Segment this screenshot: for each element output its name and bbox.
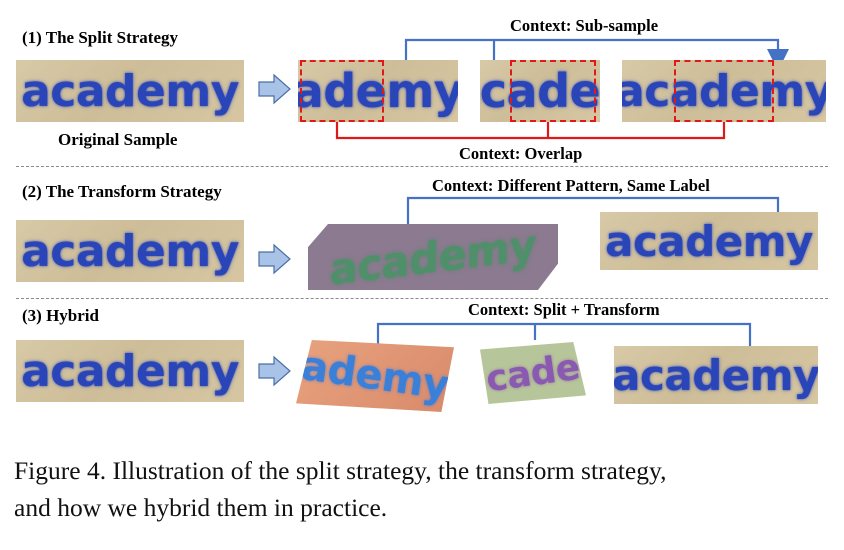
- transform-strategy-heading: (2) The Transform Strategy: [22, 182, 222, 201]
- crop-word: cade: [480, 64, 600, 118]
- figure-caption-line2: and how we hybrid them in practice.: [14, 493, 388, 522]
- hybrid-crop-ademy: ademy: [296, 340, 454, 412]
- right-arrow-icon: [258, 73, 291, 105]
- right-arrow-icon: [258, 243, 291, 275]
- overlap-bracket: [335, 120, 726, 140]
- sample-word: academy: [21, 65, 239, 117]
- crop-word: ademy: [298, 342, 452, 410]
- sample-word: academy: [21, 345, 239, 397]
- original-sample-label: Original Sample: [58, 130, 178, 149]
- sample-word: academy: [21, 225, 239, 277]
- original-sample-image: academy: [16, 220, 244, 282]
- original-sample-image: academy: [16, 60, 244, 122]
- hybrid-crop-cade: cade: [480, 342, 586, 404]
- original-sample-image: academy: [16, 340, 244, 402]
- target-sample-image: academy: [600, 212, 818, 270]
- figure-caption-line1: Figure 4. Illustration of the split stra…: [14, 456, 667, 485]
- transformed-word: academy: [329, 224, 537, 290]
- section-divider: [16, 298, 828, 299]
- context-subsample-label: Context: Sub-sample: [510, 16, 659, 35]
- context-pattern-label: Context: Different Pattern, Same Label: [432, 176, 710, 195]
- overlap-box: [674, 60, 774, 122]
- crop-cade: cade: [480, 60, 600, 122]
- target-word: academy: [605, 216, 813, 266]
- transformed-sample-image: academy: [308, 224, 558, 290]
- hybrid-bracket: [376, 322, 752, 346]
- overlap-box: [300, 60, 384, 122]
- crop-word: ademy: [298, 64, 458, 118]
- overlap-box: [510, 60, 596, 122]
- hybrid-heading: (3) Hybrid: [22, 306, 99, 325]
- split-strategy-heading: (1) The Split Strategy: [22, 28, 178, 47]
- hybrid-target-sample: academy: [614, 346, 818, 404]
- crop-word: academy: [622, 65, 826, 117]
- subsample-bracket: [404, 38, 789, 71]
- transform-bracket: [406, 196, 780, 225]
- crop-academy: academy: [622, 60, 826, 122]
- context-overlap-label: Context: Overlap: [459, 144, 583, 163]
- target-word: academy: [614, 350, 818, 400]
- section-divider: [16, 166, 828, 167]
- crop-word: cade: [483, 346, 583, 400]
- crop-ademy: ademy: [298, 60, 458, 122]
- right-arrow-icon: [258, 355, 291, 387]
- context-hybrid-label: Context: Split + Transform: [468, 300, 660, 319]
